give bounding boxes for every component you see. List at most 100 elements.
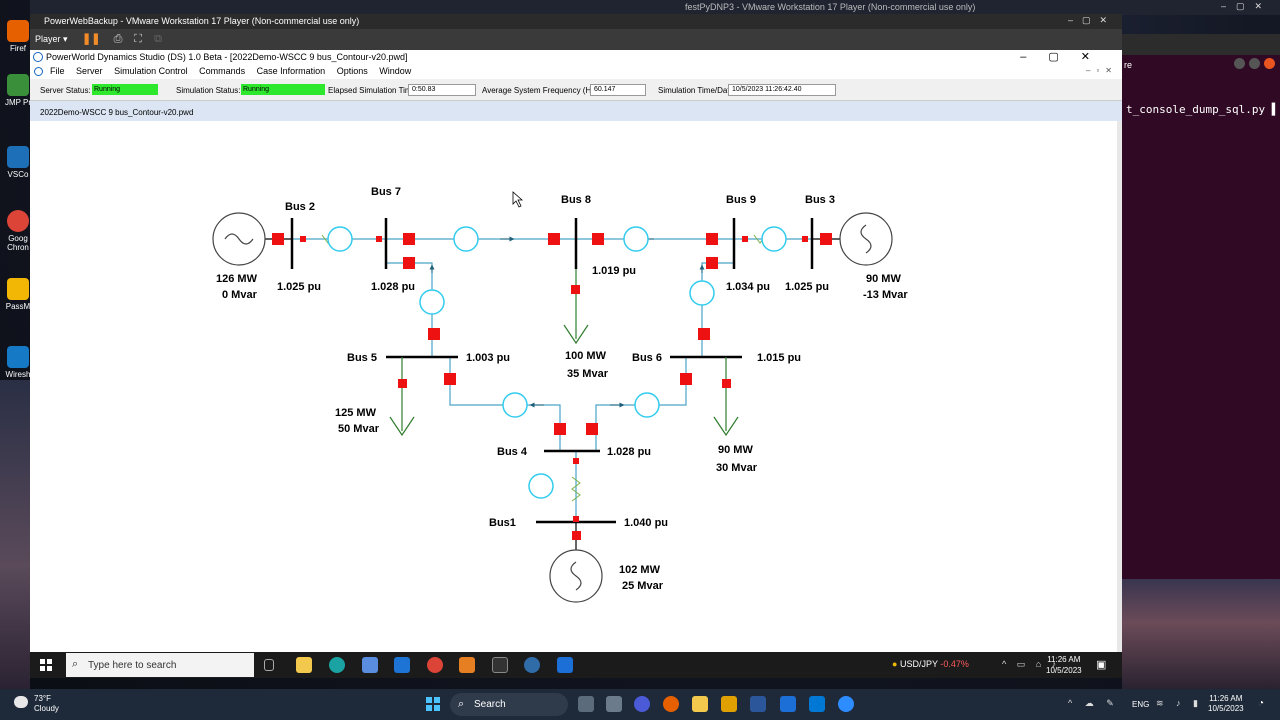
menu-file[interactable]: File xyxy=(50,66,65,76)
menu-commands[interactable]: Commands xyxy=(199,66,246,76)
load-bus5-arrow xyxy=(389,416,415,437)
load-bus6-arrow xyxy=(713,416,739,437)
canvas-scrollbar[interactable] xyxy=(1117,121,1122,652)
terminal-window-controls[interactable] xyxy=(1122,58,1280,72)
desktop-icon-firefox[interactable]: Firef xyxy=(4,20,32,53)
vscode-icon[interactable] xyxy=(809,696,825,712)
ticker-change: -0.47% xyxy=(940,659,969,669)
store-icon[interactable] xyxy=(362,657,378,673)
notification-icon[interactable]: ◔ xyxy=(1258,698,1265,709)
pause-icon[interactable]: ❚❚ xyxy=(82,33,101,45)
app-icon[interactable] xyxy=(780,696,796,712)
host-clock[interactable]: 11:26 AM 10/5/2023 xyxy=(1208,694,1244,713)
app-window-controls[interactable]: –▢✕ xyxy=(1020,51,1112,63)
breaker xyxy=(428,328,440,340)
elapsed-time-label: Elapsed Simulation Time xyxy=(328,86,417,95)
flow-circle-bus6-bus4 xyxy=(634,392,660,418)
menu-simulation-control[interactable]: Simulation Control xyxy=(114,66,188,76)
desktop-icon-passmark[interactable]: PassM xyxy=(4,278,32,311)
bus-voltage: 1.034 pu xyxy=(726,281,770,293)
flow-circle-bus2-bus7 xyxy=(327,226,353,252)
unity-icon[interactable]: ⧉ xyxy=(154,33,162,45)
host-tray-icons[interactable]: ≋ ♪ ▮ xyxy=(1156,698,1203,708)
oneline-diagram[interactable]: Bus 2 Bus 7 Bus 8 Bus 9 Bus 3 Bus 5 Bus … xyxy=(34,121,1117,648)
vscode-icon xyxy=(7,146,29,168)
flow-circle-bus7-bus8 xyxy=(453,226,479,252)
desktop-icon-jmp[interactable]: JMP Pr xyxy=(4,74,32,107)
desktop-icon-chrome[interactable]: Goog Chron xyxy=(4,210,32,252)
breaker xyxy=(706,257,718,269)
powerworld-logo-icon xyxy=(33,52,43,62)
breaker xyxy=(820,233,832,245)
vmware-window-controls[interactable]: –▢✕ xyxy=(1067,15,1116,25)
file-explorer-icon[interactable] xyxy=(296,657,312,673)
host-search-box[interactable]: ⌕ Search xyxy=(450,693,568,716)
document-tab[interactable]: 2022Demo-WSCC 9 bus_Contour-v20.pwd xyxy=(40,108,194,117)
simulation-status-label: Simulation Status: xyxy=(176,86,241,95)
terminal-window[interactable]: t_console_dump_sql.py ▌ xyxy=(1122,55,1280,579)
bus-label: Bus 9 xyxy=(726,194,756,206)
terminal-command-line: t_console_dump_sql.py ▌ xyxy=(1126,103,1279,116)
edge-icon[interactable] xyxy=(329,657,345,673)
player-menu[interactable]: Player ▾ xyxy=(35,34,68,44)
breakers[interactable] xyxy=(272,233,832,540)
desktop-icon-vscode[interactable]: VSCo xyxy=(4,146,32,179)
document-window-controls[interactable]: –▫✕ xyxy=(1086,66,1118,75)
vmware-icon[interactable] xyxy=(721,696,737,712)
guest-search-box[interactable]: ⌕ Type here to search xyxy=(66,653,254,677)
breaker xyxy=(573,458,579,464)
chrome-icon[interactable] xyxy=(427,657,443,673)
load-mw: 100 MW xyxy=(565,350,607,362)
notification-icon[interactable]: ▣ xyxy=(1096,659,1107,671)
firefox-icon[interactable] xyxy=(663,696,679,712)
zoom-icon[interactable] xyxy=(838,696,854,712)
desktop-icon-wireshark[interactable]: Wiresh xyxy=(4,346,32,379)
generator-mvar: 25 Mvar xyxy=(622,580,664,592)
start-windows-icon[interactable] xyxy=(40,659,52,671)
oneline-canvas[interactable]: Bus 2 Bus 7 Bus 8 Bus 9 Bus 3 Bus 5 Bus … xyxy=(34,121,1117,648)
weather-widget[interactable]: 73°F Cloudy xyxy=(34,694,59,713)
app-icon[interactable] xyxy=(557,657,573,673)
breaker xyxy=(300,236,306,242)
powerworld-icon[interactable] xyxy=(524,657,540,673)
language-indicator[interactable]: ENG xyxy=(1132,700,1150,709)
bus-voltage: 1.040 pu xyxy=(624,517,668,529)
load-bus8-arrow xyxy=(563,324,589,345)
teams-icon[interactable] xyxy=(634,696,650,712)
bus-voltage: 1.025 pu xyxy=(785,281,829,293)
send-keys-icon[interactable]: ⎙ xyxy=(113,33,123,45)
bus-label: Bus 5 xyxy=(347,352,377,364)
host-start-icon[interactable] xyxy=(426,697,440,711)
other-vm-title[interactable]: festPyDNP3 - VMware Workstation 17 Playe… xyxy=(685,2,976,12)
copilot-icon[interactable] xyxy=(578,696,594,712)
menu-window[interactable]: Window xyxy=(379,66,412,76)
document-tab-bar: 2022Demo-WSCC 9 bus_Contour-v20.pwd xyxy=(30,101,1122,121)
menu-server[interactable]: Server xyxy=(76,66,103,76)
terminal-icon[interactable] xyxy=(492,657,508,673)
terminal-header xyxy=(1122,34,1280,55)
host-tray-overflow[interactable]: ^ ☁ ✎ xyxy=(1068,698,1119,708)
task-view-icon[interactable] xyxy=(606,696,622,712)
fullscreen-icon[interactable]: ⛶ xyxy=(134,33,142,45)
host-titlebar: festPyDNP3 - VMware Workstation 17 Playe… xyxy=(30,0,1280,15)
chrome-icon xyxy=(7,210,29,232)
menu-case-information[interactable]: Case Information xyxy=(256,66,326,76)
other-vm-window-controls[interactable]: –▢✕ xyxy=(1220,1,1272,11)
word-icon[interactable] xyxy=(750,696,766,712)
mail-icon[interactable] xyxy=(394,657,410,673)
stock-ticker[interactable]: ● USD/JPY -0.47% xyxy=(892,659,969,669)
generators[interactable] xyxy=(212,212,893,603)
task-view-icon[interactable] xyxy=(264,659,274,671)
sublime-icon[interactable] xyxy=(459,657,475,673)
guest-clock[interactable]: 11:26 AM 10/5/2023 xyxy=(1046,655,1082,675)
breaker xyxy=(376,236,382,242)
guest-system-tray[interactable]: ^ ▭ ⌂ ♪ xyxy=(1002,659,1061,669)
bus-label: Bus1 xyxy=(489,517,516,529)
firefox-icon xyxy=(7,20,29,42)
breaker xyxy=(548,233,560,245)
line-bus9-bus6 xyxy=(701,262,734,357)
generator-mw: 90 MW xyxy=(866,273,901,285)
menu-options[interactable]: Options xyxy=(336,66,368,76)
file-explorer-icon[interactable] xyxy=(692,696,708,712)
desktop-wallpaper-rocks xyxy=(1122,579,1280,689)
